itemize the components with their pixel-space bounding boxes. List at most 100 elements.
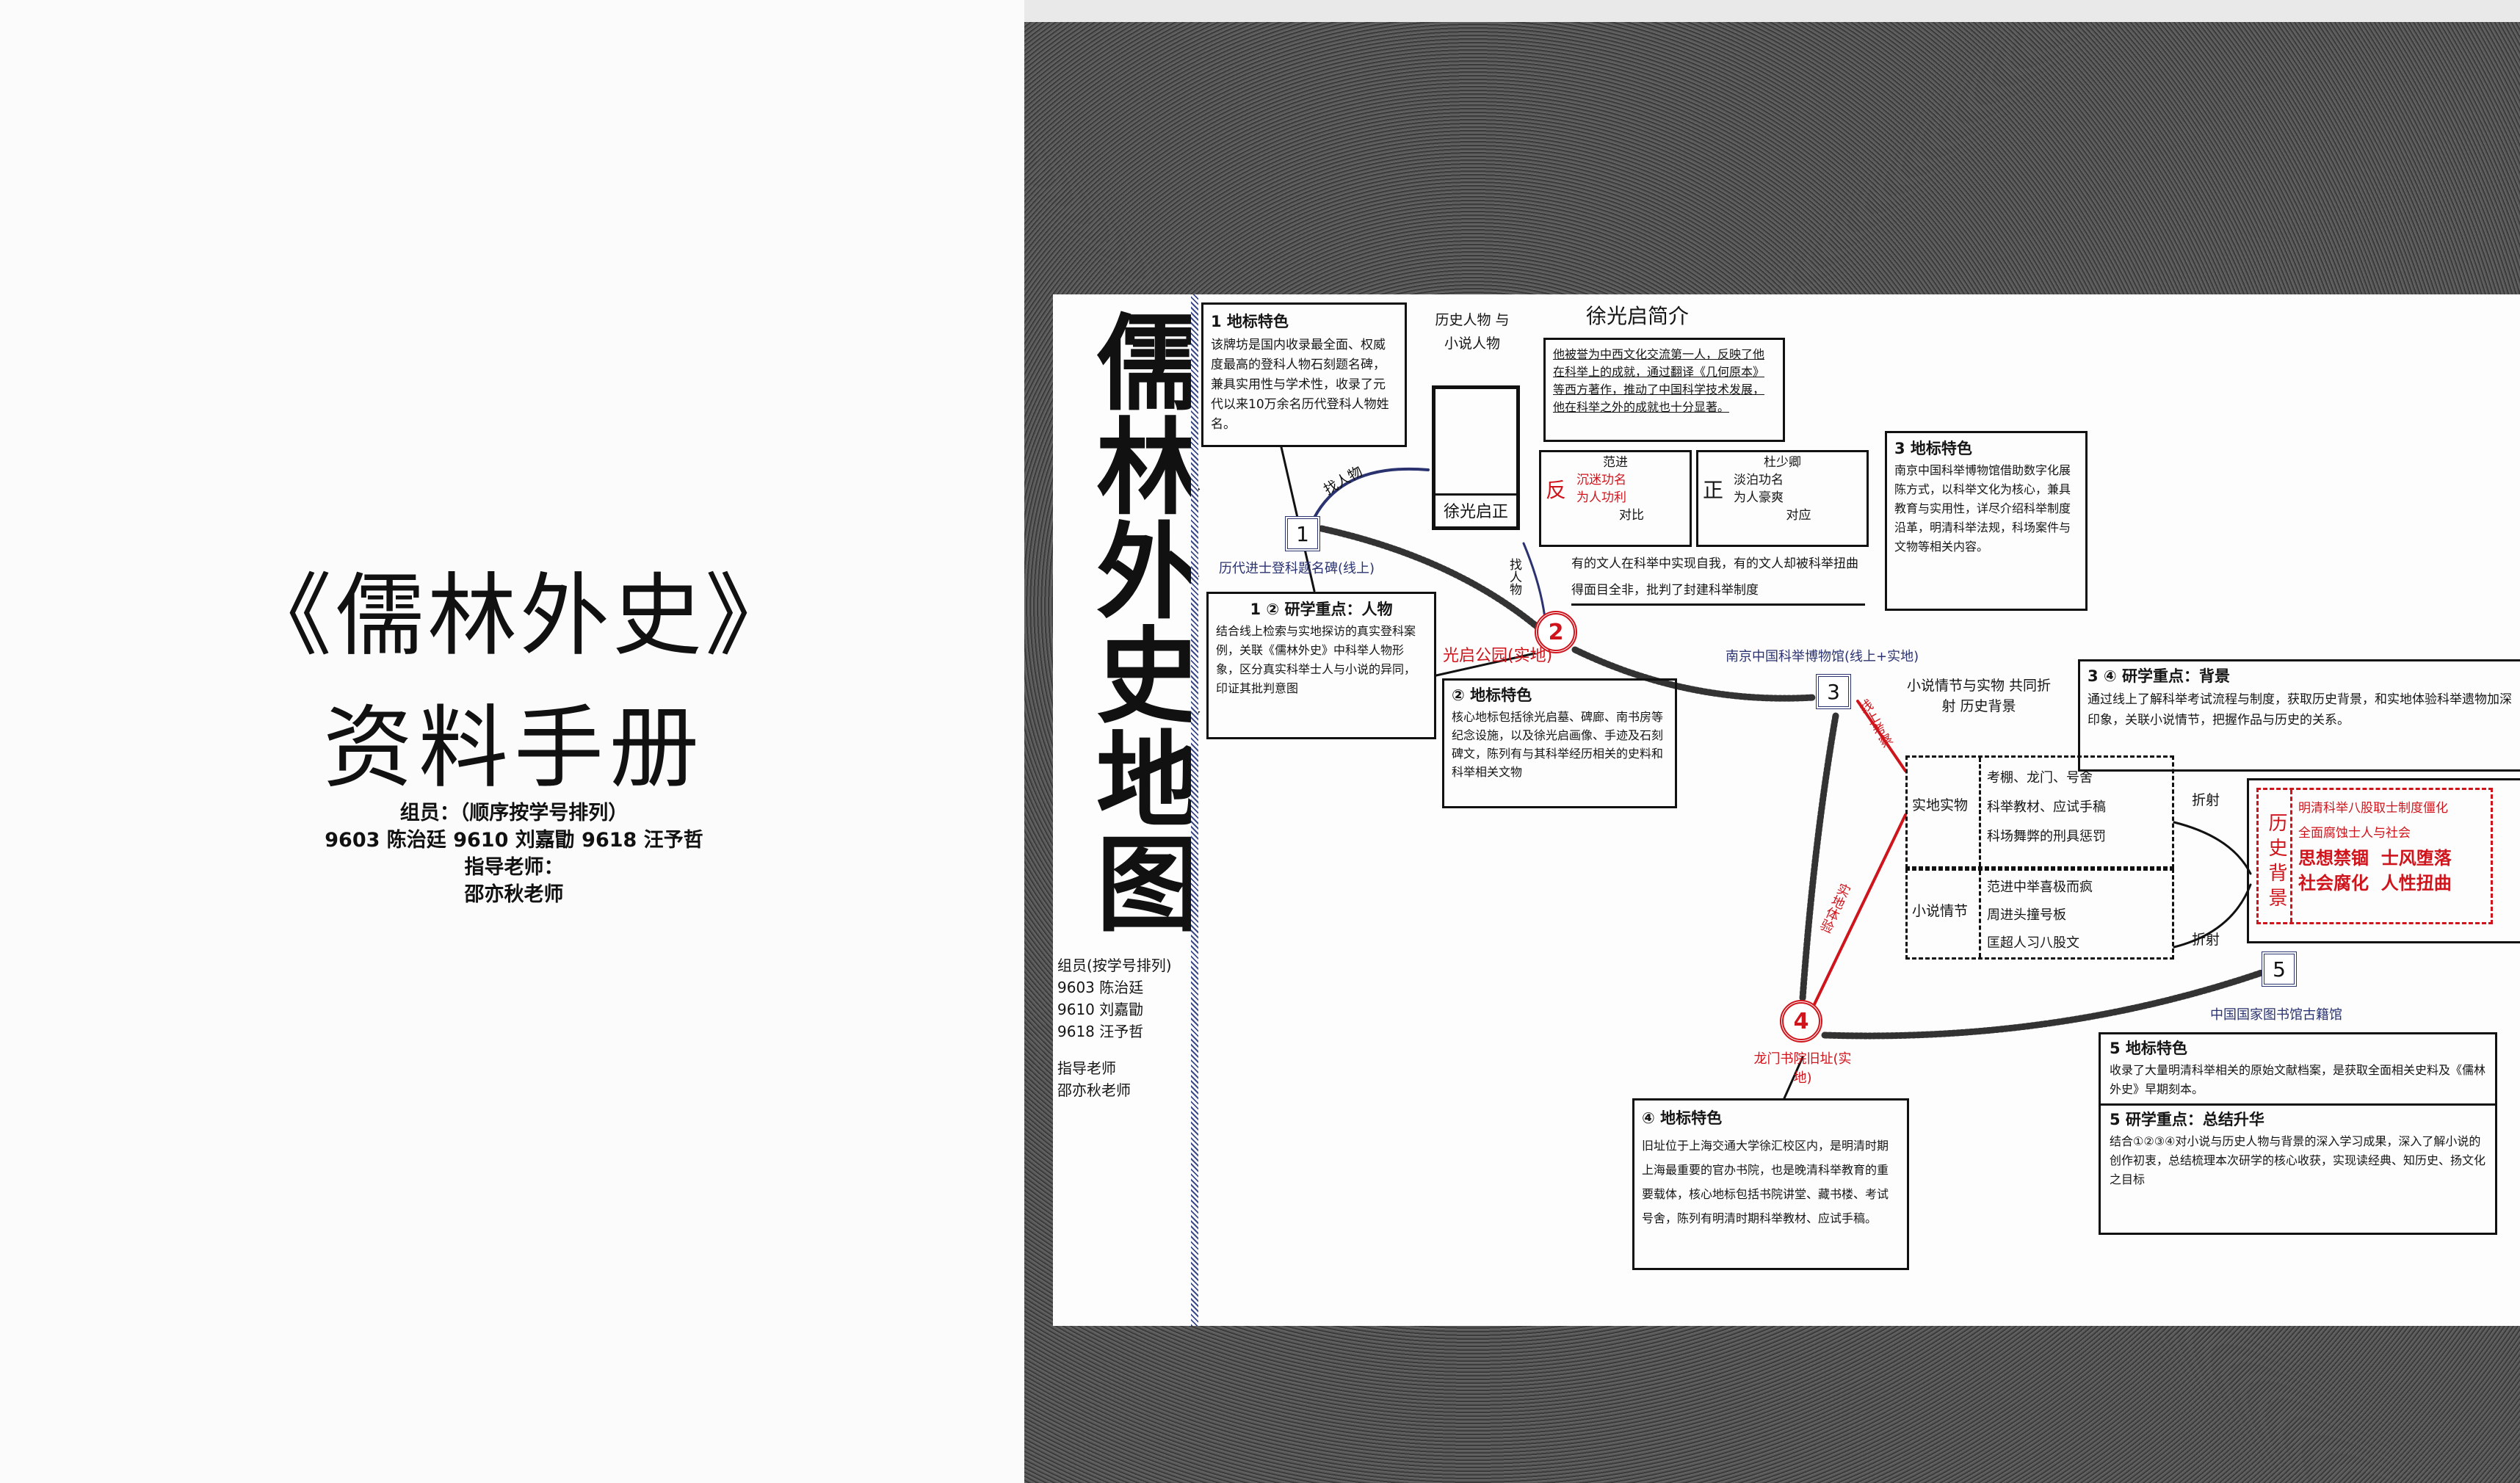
plot-item: 范进中举喜极而疯 xyxy=(1987,880,2093,895)
history-item: 社会腐化 xyxy=(2298,873,2369,893)
box-text: 旧址位于上海交通大学徐汇校区内，是明清时期上海最重要的官办书院，也是晚清科举教育… xyxy=(1642,1139,1889,1225)
xu-title: 徐光启简介 xyxy=(1586,304,1690,328)
map-members-title: 组员(按学号排列) xyxy=(1057,957,1172,974)
compare-side: 正 xyxy=(1703,478,1724,502)
reflect-label: 折射 xyxy=(2192,792,2220,808)
route-2-3 xyxy=(1571,646,1817,702)
focus-box-3-4: 3 ④ 研学重点：背景 通过线上了解科举考试流程与制度，获取历史背景，和实地体验… xyxy=(2078,659,2520,772)
reflect-arrow xyxy=(2173,883,2252,949)
xu-intro: 他被誉为中西文化交流第一人，反映了他在科举上的成就，通过翻译《几何原本》等西方著… xyxy=(1543,338,1785,442)
real-item: 科场舞弊的刑具惩罚 xyxy=(1987,829,2106,844)
history-item: 人性扭曲 xyxy=(2380,873,2452,893)
node-5-marker[interactable]: 5 xyxy=(2262,951,2297,987)
members-list: 9603 陈治廷 9610 刘嘉勖 9618 汪予哲 xyxy=(325,829,703,852)
node-4-marker[interactable]: 4 xyxy=(1780,1000,1822,1043)
route-4-5 xyxy=(1821,969,2265,1040)
compare-header: 杜少卿 xyxy=(1764,455,1801,470)
compare-item: 为人功利 xyxy=(1576,490,1626,505)
cover-title: 《儒林外史》 xyxy=(242,564,797,668)
plot-item: 周进头撞号板 xyxy=(1987,907,2066,923)
landmark-box-4: ④ 地标特色 旧址位于上海交通大学徐汇校区内，是明清时期上海最重要的官办书院，也… xyxy=(1632,1098,1909,1270)
focus-box-1-2: 1 ② 研学重点：人物 结合线上检索与实地探访的真实登科案例，关联《儒林外史》中… xyxy=(1206,592,1436,739)
map-members: 组员(按学号排列) 9603 陈治廷 9610 刘嘉勖 9618 汪予哲 指导老… xyxy=(1057,954,1190,1101)
real-objects-box: 实地实物 考棚、龙门、号舍 科举教材、应试手稿 科场舞弊的刑具惩罚 xyxy=(1905,755,2174,869)
reflect-arrow xyxy=(2173,821,2252,875)
find-arrow-label-2: 找人物 xyxy=(1507,558,1521,595)
real-objects-label: 实地实物 xyxy=(1908,758,1981,866)
portrait-frame: 徐光启正 xyxy=(1432,385,1520,530)
compare-footer: 对比 xyxy=(1619,508,1644,523)
map-member: 9618 汪予哲 xyxy=(1057,1023,1144,1040)
map-sheet xyxy=(1053,294,2520,1326)
history-item: 士风堕落 xyxy=(2380,848,2452,869)
history-frame xyxy=(2247,778,2520,943)
plot-item: 匡超人习八股文 xyxy=(1987,935,2079,951)
landmark-box-1: 1 地标特色 该牌坊是国内收录最全面、权威度最高的登科人物石刻题名碑，兼具实用性… xyxy=(1201,302,1407,447)
map-title: 儒林外史地图 xyxy=(1078,308,1199,934)
box-text: 通过线上了解科举考试流程与制度，获取历史背景，和实地体验科举遗物加深印象，关联小… xyxy=(2088,692,2512,728)
box-text: 结合①②③④对小说与历史人物与背景的深入学习成果，深入了解小说的创作初衷，总结梳… xyxy=(2110,1134,2486,1186)
map-advisor-label: 指导老师 xyxy=(1057,1059,1116,1077)
node-5-label: 中国国家图书馆古籍馆 xyxy=(2210,1007,2342,1023)
box-heading: ④ 地标特色 xyxy=(1642,1109,1723,1127)
node-3-marker[interactable]: 3 xyxy=(1816,674,1851,709)
real-item: 科举教材、应试手稿 xyxy=(1987,799,2106,815)
history-item: 全面腐蚀士人与社会 xyxy=(2298,826,2411,841)
reflect-label: 折射 xyxy=(2192,932,2220,948)
box-text: 核心地标包括徐光启墓、碑廊、南书房等纪念设施，以及徐光启画像、手迹及石刻碑文，陈… xyxy=(1452,710,1664,779)
box-heading: 1 地标特色 xyxy=(1211,313,1289,330)
node-2-label: 光启公园(实地) xyxy=(1443,647,1553,665)
compare-footer: 对应 xyxy=(1786,508,1811,523)
connector-line xyxy=(1435,652,1536,677)
compare-header: 范进 xyxy=(1603,455,1628,470)
box-heading: ② 地标特色 xyxy=(1452,686,1532,704)
connector-line xyxy=(1783,1056,1804,1100)
node-1-label: 历代进士登科题名碑(线上) xyxy=(1219,561,1375,576)
box-text: 收录了大量明清科举相关的原始文献档案，是获取全面相关史料及《儒林外史》早期刻本。 xyxy=(2110,1063,2486,1096)
route-1-2 xyxy=(1318,525,1542,631)
node-3-label: 南京中国科举博物馆(线上+实地) xyxy=(1726,649,1919,664)
cover-subtitle: 资料手册 xyxy=(323,696,705,800)
plot-box: 小说情节 范进中举喜极而疯 周进头撞号板 匡超人习八股文 xyxy=(1905,869,2174,960)
find-arrow xyxy=(1313,467,1430,519)
scan-edge xyxy=(1024,0,2520,23)
box-heading: 3 ④ 研学重点：背景 xyxy=(2088,667,2231,685)
find-arrow xyxy=(1522,542,1547,626)
map-member: 9603 陈治廷 xyxy=(1057,979,1144,996)
box-heading: 5 地标特色 xyxy=(2110,1040,2187,1057)
portrait-caption: 徐光启正 xyxy=(1435,493,1516,522)
advisor-name: 邵亦秋老师 xyxy=(464,883,564,906)
characters-label: 历史人物 与 小说人物 xyxy=(1435,312,1510,352)
cover-page xyxy=(0,0,1028,1483)
online-arrow xyxy=(1856,700,1907,772)
landmark-box-3: 3 地标特色 南京中国科举博物馆借助数字化展陈方式，以科举文化为核心，兼具教育与… xyxy=(1885,431,2088,611)
landmark-box-2: ② 地标特色 核心地标包括徐光启墓、碑廊、南书房等纪念设施，以及徐光启画像、手迹… xyxy=(1442,678,1677,808)
real-item: 考棚、龙门、号舍 xyxy=(1987,770,2093,786)
node-2-marker[interactable]: 2 xyxy=(1535,611,1577,653)
hatched-divider xyxy=(1191,294,1198,1326)
plot-label: 小说情节 xyxy=(1908,871,1981,957)
history-item: 思想禁锢 xyxy=(2298,848,2369,869)
contrast-text: 有的文人在科举中实现自我，有的文人却被科举扭曲得面目全非，批判了封建科举制度 xyxy=(1571,551,1865,606)
history-item: 明清科举八股取士制度僵化 xyxy=(2298,801,2448,816)
box-text: 该牌坊是国内收录最全面、权威度最高的登科人物石刻题名碑，兼具实用性与学术性，收录… xyxy=(1211,338,1389,432)
node-4-label: 龙门书院旧址(实地) xyxy=(1753,1051,1852,1086)
node-1-marker[interactable]: 1 xyxy=(1285,516,1320,551)
box-heading: 3 地标特色 xyxy=(1894,440,1972,457)
compare-table-left: 范进 反 沉迷功名 为人功利 对比 xyxy=(1539,450,1692,547)
box-heading: 1 ② 研学重点：人物 xyxy=(1250,601,1393,618)
box-text: 结合线上检索与实地探访的真实登科案例，关联《儒林外史》中科举人物形象，区分真实科… xyxy=(1216,624,1416,695)
box-text: 南京中国科举博物馆借助数字化展陈方式，以科举文化为核心，兼具教育与实用性，详尽介… xyxy=(1894,463,2071,554)
advisor-label: 指导老师： xyxy=(464,856,564,879)
box-5: 5 地标特色 收录了大量明清科举相关的原始文献档案，是获取全面相关史料及《儒林外… xyxy=(2099,1032,2497,1235)
compare-side: 反 xyxy=(1546,478,1567,502)
members-label: 组员：（顺序按学号排列） xyxy=(399,802,629,824)
compare-table-right: 杜少卿 正 淡泊功名 为人豪爽 对应 xyxy=(1696,450,1869,547)
history-background-box: 历史背景 明清科举八股取士制度僵化 全面腐蚀士人与社会 思想禁锢 士风堕落 社会… xyxy=(2256,788,2493,924)
route-3-4 xyxy=(1799,712,1839,1002)
novel-history-label: 小说情节与实物 共同折射 历史背景 xyxy=(1906,678,2052,714)
map-advisor: 邵亦秋老师 xyxy=(1057,1081,1131,1099)
field-arrow xyxy=(1812,813,1907,1007)
map-member: 9610 刘嘉勖 xyxy=(1057,1001,1144,1018)
